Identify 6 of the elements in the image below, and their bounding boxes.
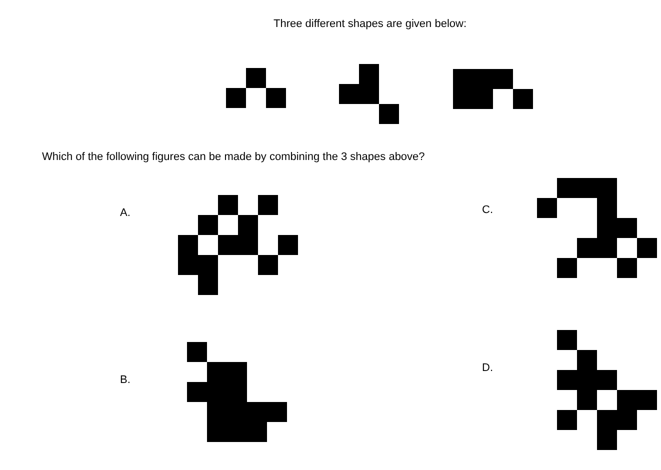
question-text: Which of the following figures can be made by combining the 3 shapes above?	[42, 151, 425, 164]
heading-text: Three different shapes are given below:	[273, 18, 467, 31]
option-letter: B.	[120, 374, 130, 387]
option-letter: D.	[482, 362, 493, 375]
option-letter: A.	[120, 207, 130, 220]
option-letter: C.	[482, 204, 493, 217]
